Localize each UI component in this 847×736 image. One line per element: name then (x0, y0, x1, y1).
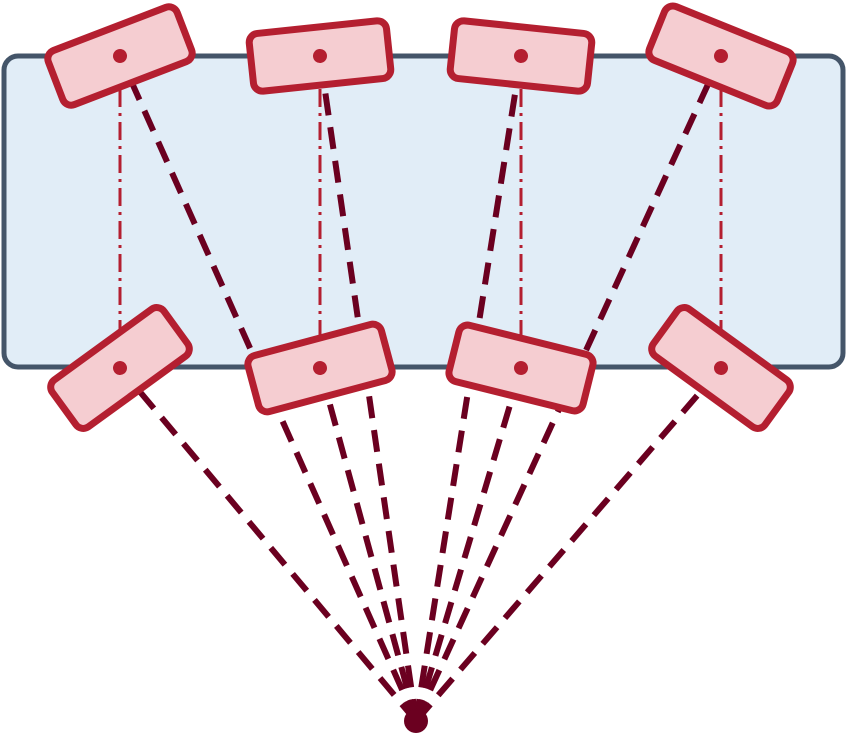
vertical-links (118, 56, 723, 368)
source-point-icon (404, 709, 428, 733)
box-top-4 (645, 2, 797, 110)
ray-line-bottom-1 (117, 366, 419, 723)
box-top-2 (245, 17, 395, 95)
ray-line-bottom-2 (317, 367, 419, 722)
box-bottom-3 (445, 321, 597, 415)
box-bottom-1 (47, 304, 193, 432)
ray-line-top-2 (317, 55, 419, 722)
box-center-dot (514, 361, 528, 375)
box-center-dot (313, 49, 327, 63)
box-top-1 (44, 3, 196, 109)
boxes (44, 2, 797, 432)
box-center-dot (714, 49, 728, 63)
ray-line-top-3 (413, 55, 524, 722)
box-center-dot (313, 361, 327, 375)
box-center-dot (113, 361, 127, 375)
box-center-dot (714, 361, 728, 375)
ray-line-bottom-4 (413, 366, 724, 723)
ray-line-top-4 (413, 54, 724, 723)
ray-lines (117, 54, 724, 723)
box-center-dot (514, 49, 528, 63)
box-center-dot (113, 49, 127, 63)
box-bottom-2 (244, 320, 396, 416)
ray-line-bottom-3 (413, 367, 524, 722)
box-top-3 (446, 17, 596, 95)
box-bottom-4 (648, 304, 794, 432)
ray-line-top-1 (117, 54, 419, 723)
blue-panel (1, 53, 846, 370)
